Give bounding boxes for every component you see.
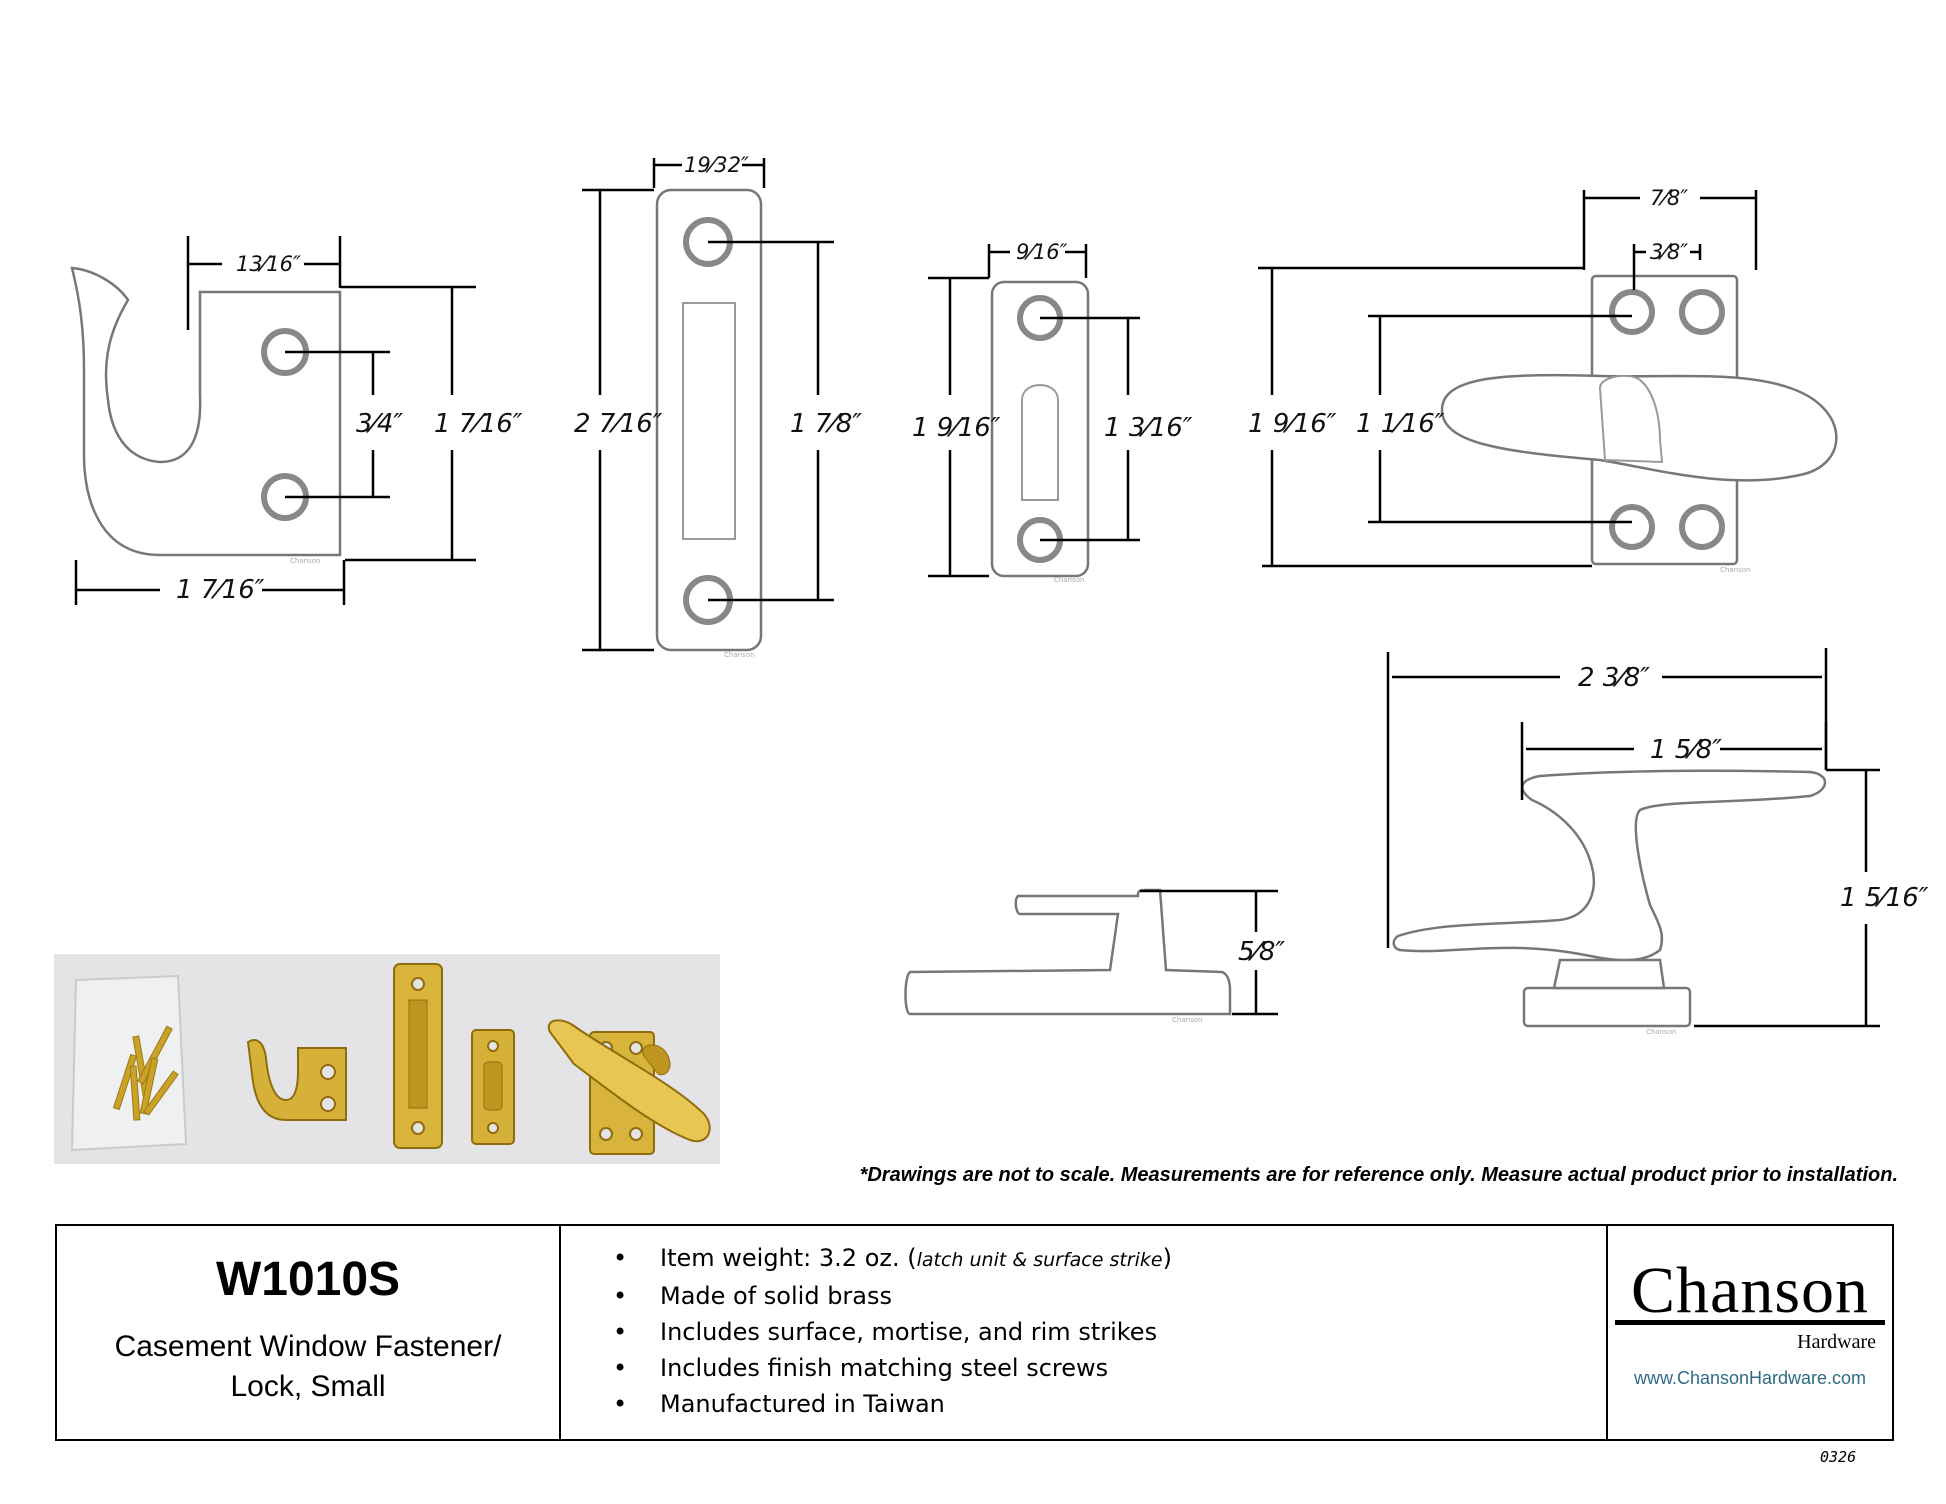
- bullet-icon: •: [613, 1282, 628, 1310]
- brand-logo: Chanson: [1631, 1254, 1869, 1327]
- dim-handle-top-length: 1 5⁄8″: [1650, 735, 1722, 765]
- feature-note: latch unit & surface strike: [916, 1249, 1163, 1271]
- strike-side-drawing: Chanson 5⁄8″: [904, 888, 1285, 1024]
- dim-hook-width: 13⁄16″: [236, 252, 301, 276]
- feature-item: •Manufactured in Taiwan: [613, 1386, 1606, 1422]
- handle-side-drawing: Chanson 2 3⁄8″ 1 5⁄8″ 1 5⁄16″: [1386, 648, 1929, 1036]
- watermark: Chanson: [1720, 566, 1750, 574]
- dim-handle-height: 1 5⁄16″: [1840, 883, 1929, 913]
- watermark: Chanson: [1054, 576, 1084, 584]
- features-cell: •Item weight: 3.2 oz. (latch unit & surf…: [561, 1226, 1608, 1439]
- product-name: Casement Window Fastener/ Lock, Small: [57, 1327, 559, 1407]
- dim-mortise-hole-spacing: 1 7⁄8″: [790, 409, 862, 439]
- feature-list: •Item weight: 3.2 oz. (latch unit & surf…: [613, 1240, 1606, 1422]
- dim-mortise-height: 2 7⁄16″: [574, 409, 663, 439]
- bullet-icon: •: [613, 1318, 628, 1346]
- brand-subtitle: Hardware: [1797, 1331, 1876, 1353]
- dim-hook-length: 1 7⁄16″: [176, 575, 265, 605]
- rim-strike-drawing: Chanson 9⁄16″ 1 9⁄16″ 1 3⁄16″: [912, 240, 1193, 584]
- document-code: 0326: [1820, 1448, 1857, 1466]
- dim-rim-height: 1 9⁄16″: [912, 413, 1001, 443]
- feature-item: •Includes finish matching steel screws: [613, 1350, 1606, 1386]
- watermark: Chanson: [290, 557, 320, 565]
- dim-latch-hole-offset: 3⁄8″: [1650, 240, 1688, 264]
- bullet-icon: •: [613, 1354, 628, 1382]
- feature-item: •Made of solid brass: [613, 1278, 1606, 1314]
- dim-mortise-width: 19⁄32″: [684, 153, 749, 177]
- feature-item: •Item weight: 3.2 oz. (latch unit & surf…: [613, 1240, 1606, 1278]
- bullet-icon: •: [613, 1390, 628, 1418]
- model-number: W1010S: [215, 1253, 401, 1306]
- dim-handle-length: 2 3⁄8″: [1578, 663, 1650, 693]
- watermark: Chanson: [1646, 1028, 1676, 1036]
- product-info-table: W1010S Casement Window Fastener/ Lock, S…: [55, 1224, 1894, 1441]
- disclaimer-text: *Drawings are not to scale. Measurements…: [859, 1164, 1898, 1186]
- feature-item: •Includes surface, mortise, and rim stri…: [613, 1314, 1606, 1350]
- dim-hook-hole-spacing: 3⁄4″: [356, 409, 403, 439]
- product-photo: [54, 954, 720, 1164]
- dim-latch-base-height: 1 9⁄16″: [1248, 409, 1337, 439]
- dim-hook-height: 1 7⁄16″: [434, 409, 523, 439]
- dim-strike-height: 5⁄8″: [1238, 937, 1285, 967]
- latch-unit-front-drawing: Chanson 7⁄8″ 3⁄8″ 1 9⁄16″ 1 1⁄16″: [1248, 186, 1838, 574]
- dim-latch-hole-spacing: 1 1⁄16″: [1356, 409, 1445, 439]
- surface-strike-drawing: Chanson 13⁄16″ 3⁄4″ 1 7⁄16″ 1 7⁄16″: [70, 236, 523, 605]
- product-name-line: Casement Window Fastener/: [114, 1330, 502, 1363]
- mortise-strike-drawing: Chanson 19⁄32″ 2 7⁄16″ 1 7⁄8″: [574, 153, 862, 659]
- watermark: Chanson: [1172, 1016, 1202, 1024]
- brand-cell: Chanson Hardware www.ChansonHardware.com: [1608, 1226, 1892, 1439]
- brand-underline: [1615, 1320, 1885, 1325]
- watermark: Chanson: [724, 651, 754, 659]
- dim-latch-base-width: 7⁄8″: [1650, 186, 1688, 210]
- dim-rim-width: 9⁄16″: [1016, 240, 1068, 264]
- product-name-line: Lock, Small: [230, 1370, 386, 1403]
- brand-website-link[interactable]: www.ChansonHardware.com: [1633, 1368, 1867, 1388]
- model-cell: W1010S Casement Window Fastener/ Lock, S…: [57, 1226, 561, 1439]
- dim-rim-hole-spacing: 1 3⁄16″: [1104, 413, 1193, 443]
- bullet-icon: •: [613, 1244, 628, 1272]
